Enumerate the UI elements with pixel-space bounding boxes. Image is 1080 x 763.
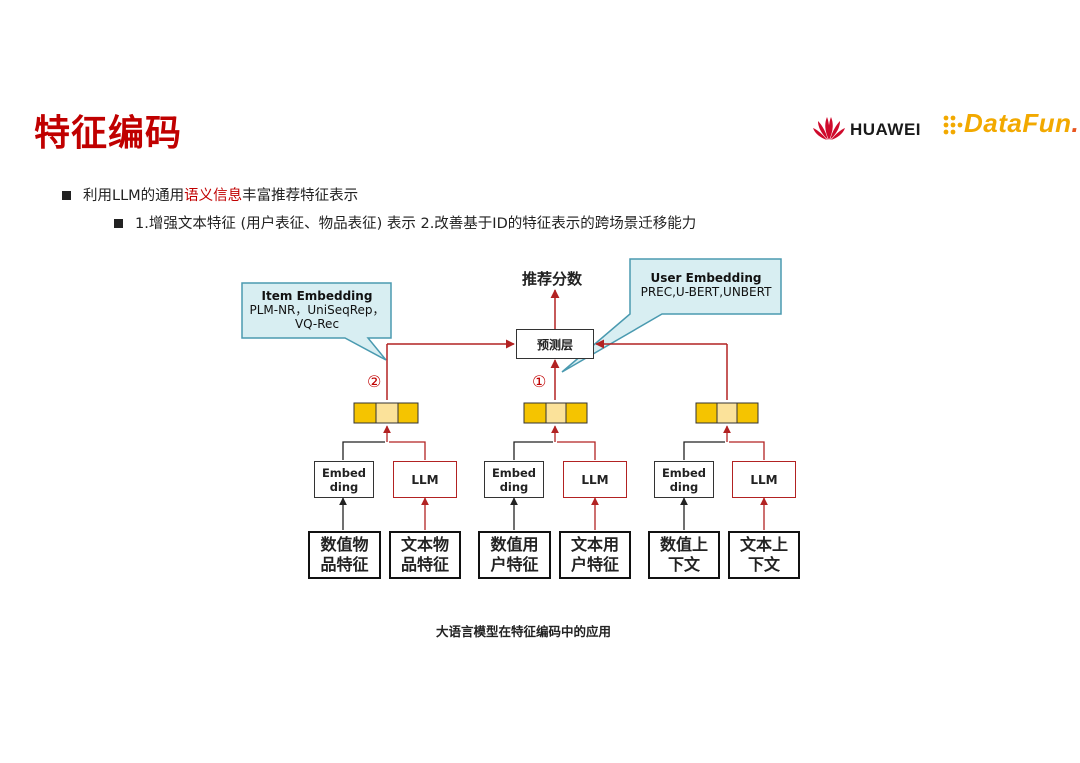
bullet-1-post: 丰富推荐特征表示 — [242, 188, 359, 204]
numeric-user-feature-box: 数值用户特征 — [478, 531, 551, 579]
huawei-flower-icon — [813, 117, 845, 140]
feature-label-line: 下文 — [667, 555, 700, 574]
text-user-feature-box: 文本用户特征 — [559, 531, 631, 579]
embedding-label-line: Embed — [491, 465, 537, 480]
bullet-1: 利用LLM的通用语义信息丰富推荐特征表示 — [62, 184, 358, 205]
feature-label-line: 文本用 — [570, 535, 619, 554]
callout-item-title: Item Embedding — [261, 289, 373, 303]
feature-label-line: 户特征 — [490, 555, 539, 574]
llm-box: LLM — [393, 461, 457, 498]
numeric-item-feature-box: 数值物品特征 — [308, 531, 381, 579]
bullet-1-pre: 利用LLM的通用 — [83, 188, 185, 204]
callout-user-title: User Embedding — [650, 271, 762, 285]
marker-1: ① — [532, 372, 547, 391]
datafun-dots-icon — [943, 115, 963, 135]
llm-box: LLM — [563, 461, 627, 498]
feature-label-line: 数值用 — [490, 535, 539, 554]
embedding-label-line: ding — [329, 479, 359, 494]
text-item-feature-box: 文本物品特征 — [389, 531, 461, 579]
feature-label-line: 数值上 — [659, 535, 708, 554]
callout-item-bubble — [241, 282, 392, 361]
embedding-label-line: ding — [669, 479, 699, 494]
text-context-feature-box: 文本上下文 — [728, 531, 800, 579]
datafun-logo-text: DataFun. — [964, 108, 1079, 139]
callout-item-line1: PLM-NR，UniSeqRep， — [249, 303, 385, 317]
recommend-score-label: 推荐分数 — [522, 270, 583, 288]
marker-2: ② — [367, 372, 382, 391]
callout-item: Item Embedding PLM-NR，UniSeqRep， VQ-Rec — [244, 289, 390, 331]
numeric-context-feature-box: 数值上下文 — [648, 531, 720, 579]
embedding-label-line: ding — [499, 479, 529, 494]
feature-label-line: 户特征 — [570, 555, 619, 574]
huawei-logo-text: HUAWEI — [850, 120, 921, 139]
feature-label-line: 文本上 — [739, 535, 788, 554]
datafun-logo-main: DataFun — [964, 108, 1072, 138]
callout-user-line1: PREC,U-BERT,UNBERT — [640, 285, 772, 299]
feature-label-line: 品特征 — [400, 555, 449, 574]
embedding-vector-2 — [523, 402, 588, 424]
embedding-vector-3 — [695, 402, 759, 424]
prediction-layer: 预测层 — [516, 329, 594, 359]
callout-item-line2: VQ-Rec — [294, 317, 340, 331]
callout-user: User Embedding PREC,U-BERT,UNBERT — [632, 271, 780, 299]
feature-label-line: 品特征 — [320, 555, 369, 574]
llm-box: LLM — [732, 461, 796, 498]
embedding-label-line: Embed — [321, 465, 367, 480]
embedding-vector-1 — [353, 402, 419, 424]
bullet-square-icon — [114, 218, 123, 228]
embedding-label-line: Embed — [661, 465, 707, 480]
feature-label-line: 下文 — [747, 555, 780, 574]
bullet-square-icon — [62, 190, 71, 200]
bullet-2-text: 1.增强文本特征 (用户表征、物品表征) 表示 2.改善基于ID的特征表示的跨场… — [135, 216, 697, 232]
page-title: 特征编码 — [34, 113, 183, 154]
bullet-2: 1.增强文本特征 (用户表征、物品表征) 表示 2.改善基于ID的特征表示的跨场… — [114, 212, 696, 233]
datafun-logo-dot: . — [1071, 108, 1080, 138]
bullet-1-highlight: 语义信息 — [184, 188, 243, 204]
callout-user-bubble — [561, 258, 782, 373]
feature-label-line: 文本物 — [400, 535, 449, 554]
diagram-caption: 大语言模型在特征编码中的应用 — [436, 624, 612, 639]
feature-label-line: 数值物 — [320, 535, 369, 554]
